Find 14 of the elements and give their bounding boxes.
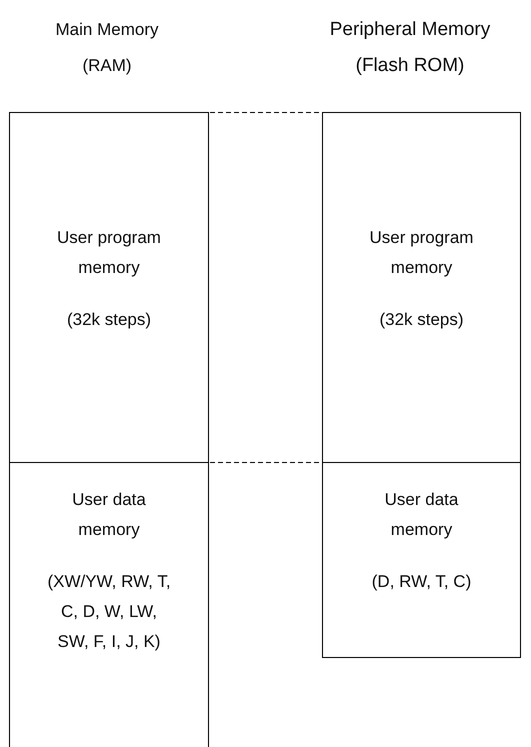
memory-block <box>9 112 209 463</box>
memory-block <box>322 112 521 463</box>
block-title: User program memory <box>368 227 474 279</box>
block-detail: (XW/YW, RW, T, C, D, W, LW, SW, F, I, J, K) <box>46 571 172 653</box>
block-detail: (32k steps) <box>378 309 465 331</box>
memory-block <box>9 462 209 747</box>
block-detail: (D, RW, T, C) <box>370 571 472 593</box>
column-heading: Peripheral Memory (Flash ROM) <box>328 18 492 78</box>
block-title: User data memory <box>71 489 147 541</box>
block-detail: (32k steps) <box>66 309 152 331</box>
column-heading: Main Memory (RAM) <box>54 19 160 77</box>
memory-block <box>322 462 521 658</box>
block-title: User program memory <box>56 227 162 279</box>
block-title: User data memory <box>384 489 460 541</box>
